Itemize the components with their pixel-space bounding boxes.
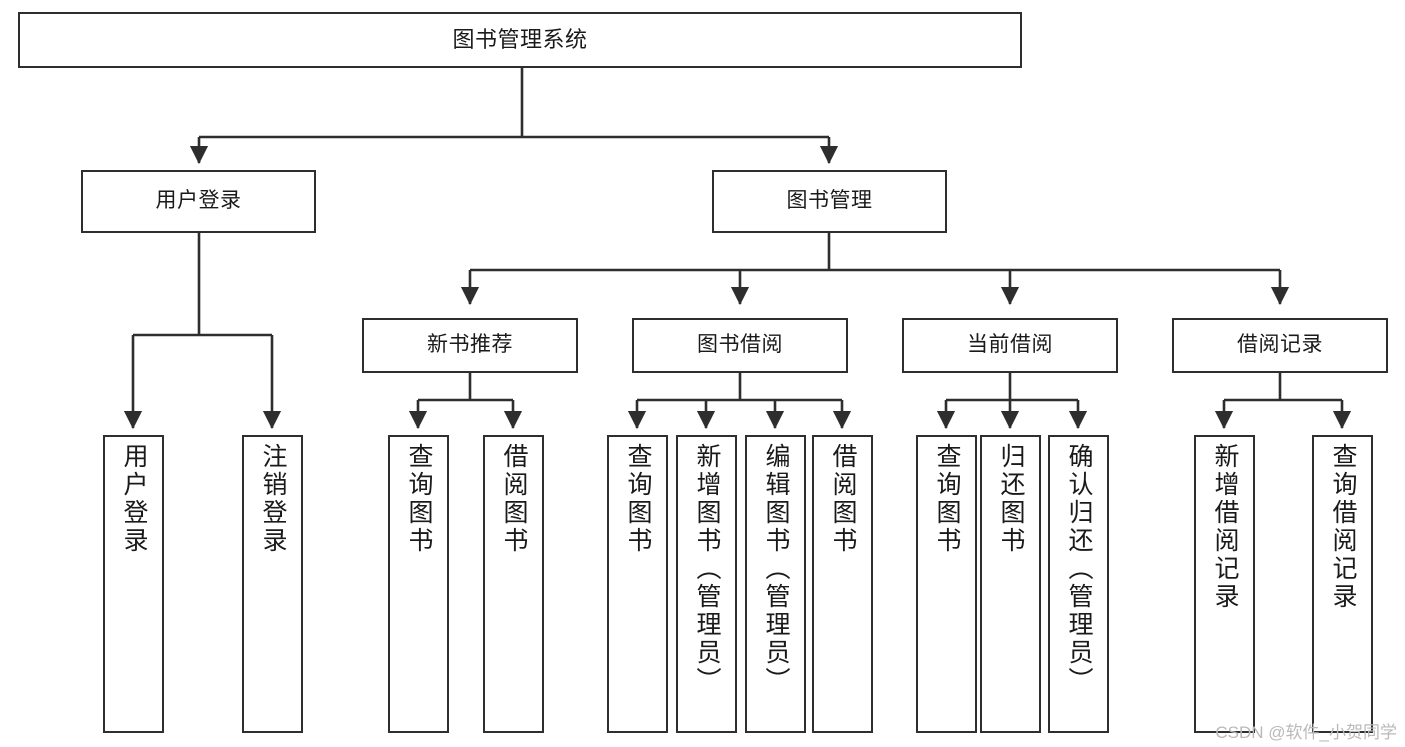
node-label: 用户登录 <box>155 189 242 213</box>
node-label: 用户登录 <box>120 443 148 555</box>
node-label: 注销登录 <box>259 443 287 555</box>
node-leaf-query-book-3[interactable]: 查询图书 <box>916 435 977 733</box>
csdn-watermark: CSDN @软件_小贺同学 <box>1215 723 1397 742</box>
node-leaf-add-book[interactable]: 新增图书（管理员） <box>676 435 737 733</box>
node-label: 借阅记录 <box>1237 333 1323 357</box>
node-label: 借阅图书 <box>500 443 528 555</box>
node-leaf-query-book-1[interactable]: 查询图书 <box>388 435 449 733</box>
node-leaf-query-book-2[interactable]: 查询图书 <box>607 435 668 733</box>
node-label: 图书管理 <box>786 189 873 213</box>
node-label: 当前借阅 <box>967 333 1053 357</box>
node-label: 确认归还（管理员） <box>1065 443 1093 695</box>
node-label: 图书借阅 <box>697 333 783 357</box>
node-leaf-edit-book[interactable]: 编辑图书（管理员） <box>745 435 806 733</box>
node-label: 查询借阅记录 <box>1329 443 1357 611</box>
node-user-login[interactable]: 用户登录 <box>81 170 316 233</box>
node-book-management[interactable]: 图书管理 <box>712 170 947 233</box>
node-label: 新增借阅记录 <box>1211 443 1239 611</box>
node-label: 新增图书（管理员） <box>693 443 721 695</box>
node-book-borrow[interactable]: 图书借阅 <box>632 318 848 373</box>
node-leaf-user-login[interactable]: 用户登录 <box>103 435 164 733</box>
node-label: 归还图书 <box>997 443 1025 555</box>
node-borrow-record[interactable]: 借阅记录 <box>1172 318 1388 373</box>
node-leaf-borrow-book-1[interactable]: 借阅图书 <box>483 435 544 733</box>
node-leaf-add-record[interactable]: 新增借阅记录 <box>1194 435 1255 733</box>
node-leaf-borrow-book-2[interactable]: 借阅图书 <box>812 435 873 733</box>
node-new-book-recommend[interactable]: 新书推荐 <box>362 318 578 373</box>
node-leaf-user-logout[interactable]: 注销登录 <box>242 435 303 733</box>
node-label: 编辑图书（管理员） <box>762 443 790 695</box>
node-label: 查询图书 <box>624 443 652 555</box>
node-label: 图书管理系统 <box>452 27 588 53</box>
node-current-borrow[interactable]: 当前借阅 <box>902 318 1118 373</box>
node-leaf-query-record[interactable]: 查询借阅记录 <box>1312 435 1373 733</box>
node-leaf-confirm-return[interactable]: 确认归还（管理员） <box>1048 435 1109 733</box>
node-label: 查询图书 <box>405 443 433 555</box>
node-label: 新书推荐 <box>427 333 513 357</box>
node-label: 查询图书 <box>933 443 961 555</box>
node-root-system[interactable]: 图书管理系统 <box>18 12 1022 68</box>
node-label: 借阅图书 <box>829 443 857 555</box>
node-leaf-return-book[interactable]: 归还图书 <box>980 435 1041 733</box>
